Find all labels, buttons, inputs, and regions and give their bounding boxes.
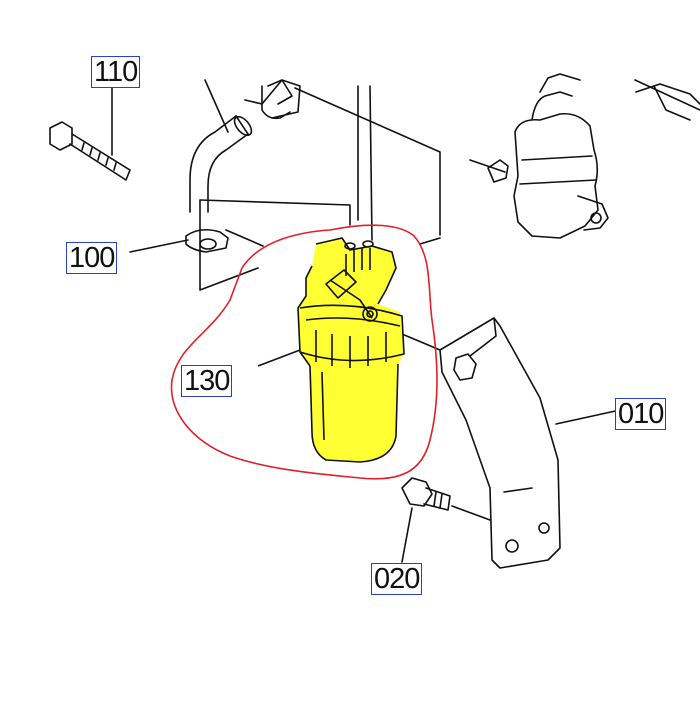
- callout-130: 130: [181, 365, 233, 397]
- callout-020: 020: [371, 563, 423, 595]
- upper-clamp: [261, 79, 293, 120]
- bolt-110: [49, 87, 131, 181]
- clamp-100: [129, 228, 229, 253]
- highlight-outline: [170, 224, 438, 480]
- bolt-020: [401, 477, 491, 563]
- fuel-pump: [487, 73, 700, 239]
- hose: [189, 115, 253, 213]
- callout-110: 110: [91, 56, 141, 88]
- callout-010: 010: [615, 398, 667, 430]
- frame-lines: [199, 79, 700, 291]
- bracket-010: [401, 317, 621, 569]
- fuel-filter-130: [257, 237, 405, 463]
- callout-100: 100: [66, 242, 118, 274]
